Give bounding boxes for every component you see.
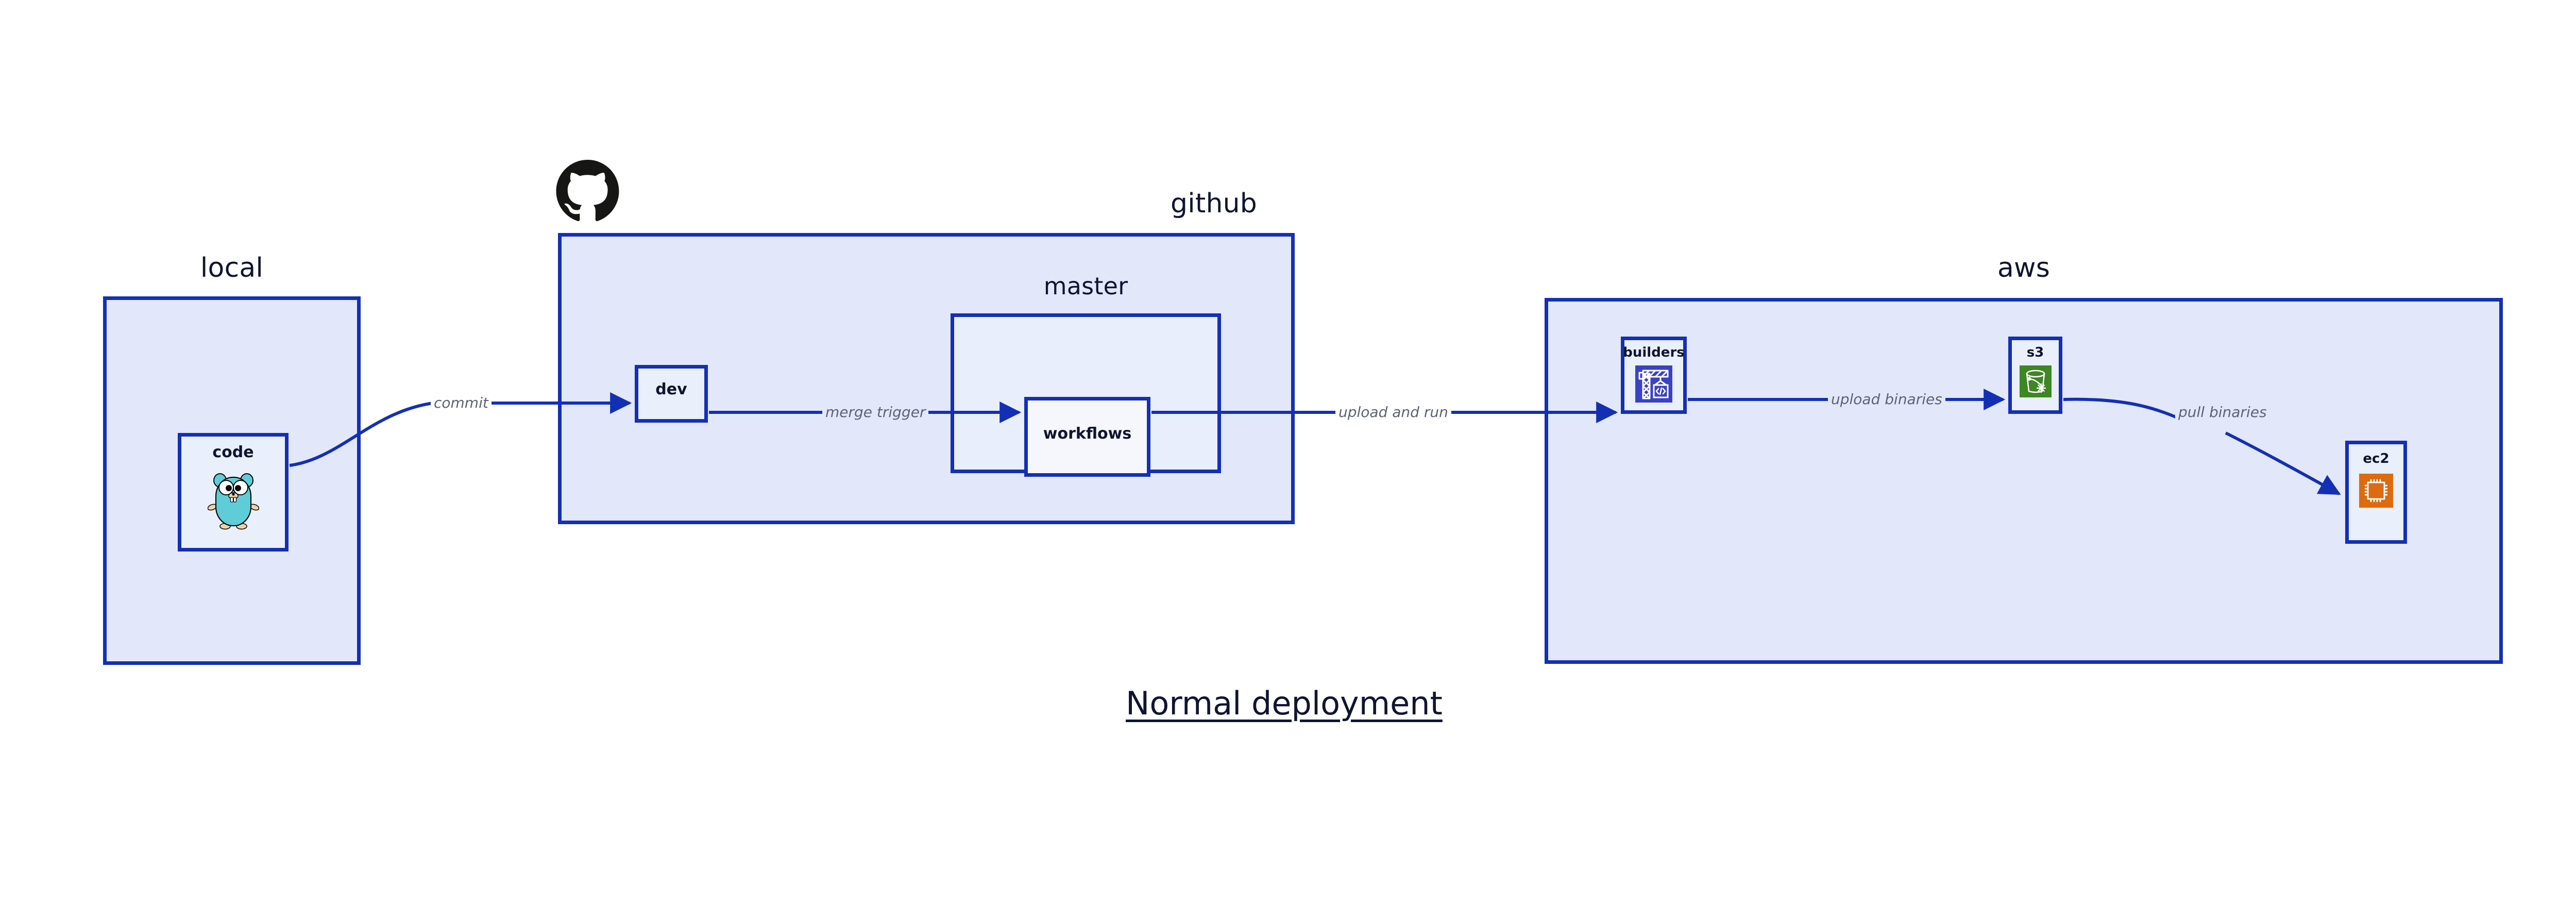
edge-label-commit: commit [431, 396, 492, 410]
group-aws [1545, 298, 2503, 664]
diagram-title: Normal deployment [1126, 684, 1443, 722]
group-label-master: master [1043, 272, 1128, 300]
edge-label-pull-binaries: pull binaries [2175, 405, 2270, 420]
aws-builders-crane-icon [1635, 365, 1672, 405]
node-ec2[interactable]: ec2 [2345, 441, 2407, 544]
edge-label-upload-binaries: upload binaries [1828, 392, 1945, 407]
group-label-local: local [200, 253, 264, 283]
edge-label-merge-trigger: merge trigger [822, 405, 929, 420]
group-label-aws: aws [1997, 253, 2050, 283]
aws-ec2-chip-icon [2359, 473, 2393, 510]
node-workflows-label: workflows [1043, 425, 1132, 443]
node-workflows[interactable]: workflows [1024, 397, 1150, 477]
node-ec2-label: ec2 [2363, 451, 2389, 466]
node-code[interactable]: code [178, 433, 289, 552]
github-octocat-icon [555, 160, 620, 225]
aws-s3-bucket-icon [2019, 365, 2052, 399]
node-dev[interactable]: dev [635, 365, 708, 423]
group-label-github: github [1171, 188, 1257, 219]
node-builders-label: builders [1623, 345, 1685, 360]
node-code-label: code [212, 443, 254, 461]
go-gopher-icon [207, 469, 259, 532]
node-s3-label: s3 [2026, 345, 2044, 360]
node-dev-label: dev [655, 380, 687, 398]
node-s3[interactable]: s3 [2008, 337, 2062, 414]
node-builders[interactable]: builders [1621, 337, 1687, 414]
edge-label-upload-and-run: upload and run [1335, 405, 1451, 420]
